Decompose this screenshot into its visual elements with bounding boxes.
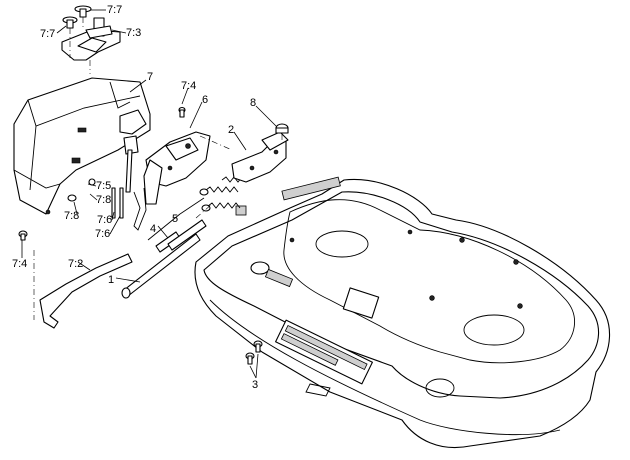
- callout-4: 4: [150, 223, 156, 235]
- callout-7-7-left: 7:7: [40, 28, 55, 40]
- callout-7-7-top: 7:7: [107, 4, 122, 16]
- top-bracket: [61, 17, 121, 74]
- mower-deck: [194, 176, 611, 449]
- callout-5: 5: [172, 213, 178, 225]
- pivot-bracket: [119, 109, 233, 231]
- callout-7-8-right: 7:8: [96, 194, 111, 206]
- fasteners: [18, 106, 263, 365]
- callout-7: 7: [147, 71, 153, 83]
- callout-1: 1: [108, 274, 114, 286]
- callout-labels: 7:7 7:7 7:3 7 7:4 6 8 2 7:5 7:8 7:8 7:6 …: [12, 4, 258, 391]
- callout-7-8-left: 7:8: [64, 210, 79, 222]
- callout-8: 8: [250, 97, 256, 109]
- callout-7-5: 7:5: [96, 180, 111, 192]
- callout-6: 6: [202, 94, 208, 106]
- callout-2: 2: [228, 124, 234, 136]
- leader-lines: [21, 9, 277, 379]
- callout-3: 3: [252, 379, 258, 391]
- bracket-2: [231, 131, 289, 183]
- callout-7-6-lower: 7:6: [95, 228, 110, 240]
- belt-cover: [13, 77, 151, 215]
- nut-8: [275, 123, 289, 142]
- callout-7-2: 7:2: [68, 258, 83, 270]
- callout-7-4-top: 7:4: [181, 80, 196, 92]
- rod-and-sleeve: [121, 203, 213, 299]
- callout-7-3: 7:3: [126, 27, 141, 39]
- callout-7-4-left: 7:4: [12, 258, 27, 270]
- callout-7-6-upper: 7:6: [97, 214, 112, 226]
- guide-bracket: [33, 250, 133, 329]
- knob-parts: [62, 5, 92, 58]
